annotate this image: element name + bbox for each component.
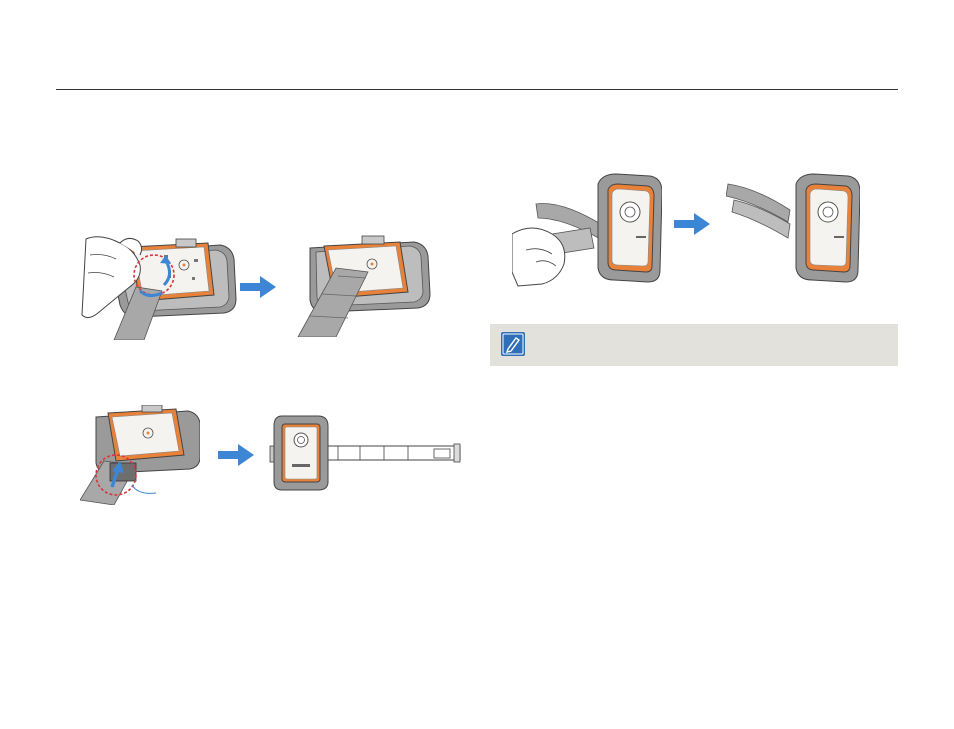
fold-strap-hand-figure — [512, 162, 662, 287]
header-rule — [56, 89, 898, 90]
next-step-arrow-icon — [218, 444, 254, 466]
insert-strap-end-figure — [80, 405, 200, 505]
next-step-arrow-icon — [674, 213, 710, 235]
fasten-strap-lift-buckle-figure — [80, 225, 240, 340]
note-pencil-icon — [500, 331, 526, 357]
next-step-arrow-icon — [240, 276, 276, 298]
holder-with-strap-extended-figure — [268, 412, 464, 494]
note-box — [490, 324, 898, 366]
strap-folded-complete-figure — [726, 162, 860, 287]
fasten-strap-through-holder-figure — [296, 232, 436, 337]
